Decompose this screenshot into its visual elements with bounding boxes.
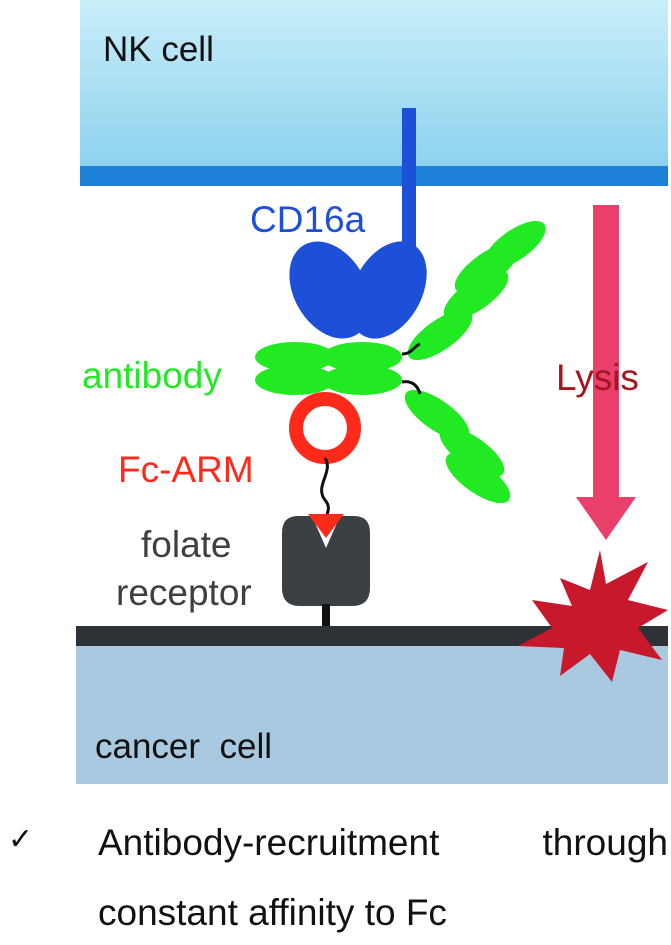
- cd16a-label: CD16a: [250, 199, 366, 240]
- folate-receptor-label-line2: receptor: [116, 572, 252, 613]
- antibody-fc-domain: [322, 342, 402, 372]
- folate-receptor-label-line1: folate: [141, 524, 232, 565]
- cd16a-right-domain: [349, 241, 427, 339]
- fcarm-label: Fc-ARM: [118, 449, 254, 490]
- antibody-fc-domain: [255, 342, 335, 372]
- lysis-burst: [518, 550, 668, 682]
- lysis-arrow-head: [576, 497, 636, 540]
- cancer-cell-label: cancer cell: [95, 727, 272, 766]
- fcarm-linker: [320, 457, 330, 521]
- antibody-fab-domain: [445, 452, 511, 504]
- lysis-arrow-shaft: [593, 205, 619, 497]
- antibody-hinge-upper: [401, 342, 421, 356]
- antibody-label: antibody: [82, 355, 222, 396]
- antibody-fc-domain: [322, 365, 402, 395]
- lysis-label: Lysis: [556, 357, 639, 398]
- antibody-fab-domain: [439, 426, 505, 478]
- cancer-cell-membrane: [76, 626, 668, 646]
- folate-receptor: [282, 516, 370, 606]
- bullet-text-line-1: Antibody-recruitment through: [98, 822, 668, 864]
- nk-cell-label: NK cell: [103, 30, 214, 69]
- antibody: [255, 220, 546, 504]
- bullet-text-line-2: constant affinity to Fc: [98, 892, 447, 933]
- diagram-canvas: NK cell CD16a antibody Fc-ARM folate rec…: [76, 0, 668, 784]
- nk-cell-region: [80, 0, 668, 168]
- folate-ligand-triangle: [308, 514, 344, 538]
- bullet-word: through: [542, 822, 669, 863]
- bullet-word: Antibody-recruitment: [98, 822, 440, 863]
- antibody-fab-domain: [407, 309, 473, 361]
- antibody-hinge-lower: [401, 380, 422, 395]
- fcarm-ring: [289, 392, 361, 464]
- cd16a-stalk: [402, 108, 416, 258]
- antibody-fab-domain: [484, 220, 546, 270]
- antibody-fc-domain: [255, 365, 335, 395]
- checkmark-icon: ✓: [8, 822, 34, 857]
- nk-cell-membrane: [80, 166, 668, 186]
